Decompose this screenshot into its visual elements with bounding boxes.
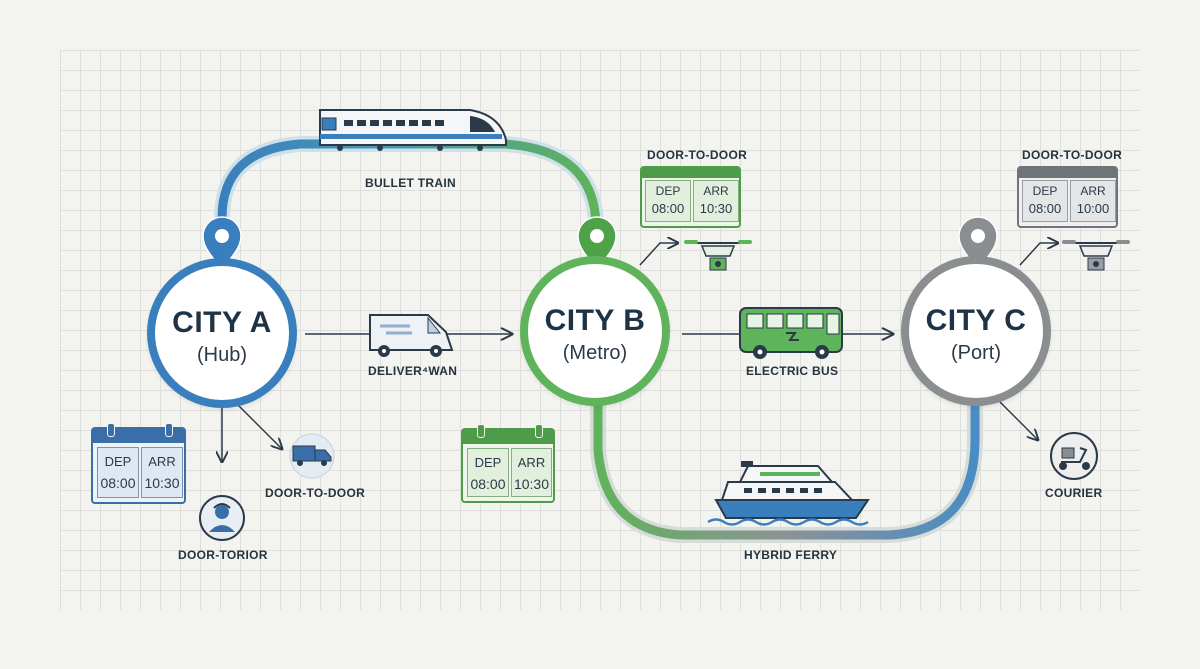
departure-time: 08:00 [651, 201, 685, 216]
arrival-time: 10:30 [144, 475, 180, 491]
drone-icon-city-c [1062, 240, 1130, 271]
departure-time: 08:00 [100, 475, 136, 491]
drone-b-door-to-door-label: DOOR-TO-DOOR [647, 148, 748, 162]
schedule-card-city-b: DEP 08:00 ARR 10:30 [461, 424, 555, 503]
city-b-subtitle: (Metro) [562, 342, 628, 364]
drone-c-door-to-door-label: DOOR-TO-DOOR [1022, 148, 1123, 162]
arrival-label: ARR [703, 184, 729, 198]
departure-cell: DEP 08:00 [97, 447, 139, 498]
arrival-time: 10:00 [1076, 201, 1110, 216]
city-a-node[interactable]: CITY A (Hub) [147, 258, 297, 408]
courier-label: COURIER [1045, 486, 1103, 500]
departure-label: DEP [655, 184, 681, 198]
departure-cell: DEP 08:00 [645, 180, 691, 222]
scooter-icon [1050, 432, 1098, 480]
drone-icon-city-b [684, 240, 752, 271]
bullet-train-route [214, 136, 604, 255]
bullet-train-icon [319, 109, 507, 151]
courier-person-icon [199, 495, 245, 541]
arrival-time: 10:30 [513, 476, 550, 492]
electric-bus-icon [739, 307, 843, 359]
city-c-node[interactable]: CITY C (Port) [901, 256, 1051, 406]
schedule-card-drone-c: DEP 08:00 ARR 10:00 [1017, 166, 1118, 228]
departure-label: DEP [104, 454, 132, 469]
city-c-name: CITY C [925, 304, 1027, 337]
city-a-subtitle: (Hub) [196, 344, 247, 366]
bullet-train-label: BULLET TRAIN [365, 176, 456, 190]
electric-bus-label: ELECTRIC BUS [746, 364, 839, 378]
delivery-van-label: DELIVER⁴WAN [368, 364, 458, 378]
schedule-card-drone-b: DEP 08:00 ARR 10:30 [640, 166, 741, 228]
delivery-van-icon [369, 314, 454, 357]
city-a-name: CITY A [172, 306, 272, 339]
arrival-label: ARR [148, 454, 176, 469]
arrival-label: ARR [1080, 184, 1106, 198]
arrival-time: 10:30 [699, 201, 733, 216]
arrival-cell: ARR 10:30 [141, 447, 183, 498]
pin-icon-city-a [202, 216, 242, 272]
arrival-cell: ARR 10:00 [1070, 180, 1116, 222]
schedule-card-city-a: DEP 08:00 ARR 10:30 [91, 423, 186, 504]
departure-label: DEP [1032, 184, 1058, 198]
ferry-icon [707, 461, 870, 526]
arrival-cell: ARR 10:30 [693, 180, 739, 222]
truck-door-to-door-label: DOOR-TO-DOOR [265, 486, 366, 500]
city-b-name: CITY B [544, 304, 646, 337]
departure-label: DEP [474, 455, 502, 470]
arrival-cell: ARR 10:30 [511, 448, 552, 497]
departure-time: 08:00 [470, 476, 506, 492]
city-b-node[interactable]: CITY B (Metro) [520, 256, 670, 406]
truck-icon [289, 433, 335, 479]
departure-time: 08:00 [1028, 201, 1062, 216]
person-delivery-label: DOOR-TORIOR [178, 548, 268, 562]
departure-cell: DEP 08:00 [1022, 180, 1068, 222]
arrival-label: ARR [517, 455, 546, 470]
city-c-subtitle: (Port) [951, 342, 1001, 364]
hybrid-ferry-label: HYBRID FERRY [744, 548, 838, 562]
departure-cell: DEP 08:00 [467, 448, 509, 497]
